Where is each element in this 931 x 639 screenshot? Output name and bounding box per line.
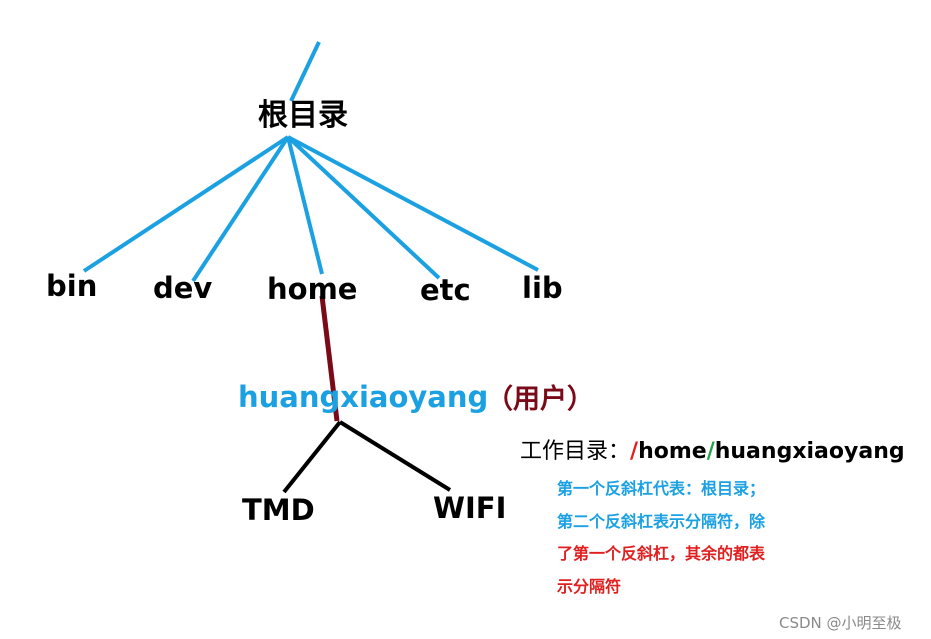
- dir-tmd-label: TMD: [242, 493, 315, 527]
- dir-home-label: home: [267, 272, 358, 306]
- note-line-1: 第一个反斜杠代表：根目录；: [557, 479, 766, 498]
- note-line-4: 示分隔符: [557, 577, 622, 596]
- line-user-tmd: [282, 420, 342, 494]
- line-root-lib: [287, 135, 539, 272]
- separator-slash: /: [706, 439, 715, 464]
- working-dir-line: 工作目录：/home/huangxiaoyang: [520, 441, 905, 463]
- root-stem-line: [289, 41, 321, 102]
- line-root-dev: [191, 135, 290, 283]
- working-dir-user: huangxiaoyang: [714, 439, 905, 464]
- user-dir-label: huangxiaoyang: [238, 380, 489, 414]
- line-root-etc: [286, 135, 441, 280]
- dir-bin-label: bin: [46, 269, 98, 303]
- root-slash: /: [630, 439, 639, 464]
- working-dir-home: home: [638, 439, 707, 464]
- line-user-wifi: [338, 420, 452, 492]
- line-root-bin: [82, 135, 290, 273]
- user-tag-label: （用户）: [486, 384, 594, 415]
- working-dir-label: 工作目录：: [520, 439, 631, 464]
- watermark: CSDN @小明至极: [779, 614, 902, 632]
- dir-etc-label: etc: [420, 273, 471, 307]
- dir-dev-label: dev: [153, 271, 213, 305]
- root-dir-label: 根目录: [258, 98, 348, 133]
- line-home-user: [319, 295, 340, 422]
- note-line-2: 第二个反斜杠表示分隔符，除: [557, 512, 766, 531]
- note-line-3: 了第一个反斜杠，其余的都表: [557, 544, 766, 563]
- line-root-home: [286, 136, 324, 275]
- dir-lib-label: lib: [522, 271, 563, 305]
- dir-wifi-label: WIFI: [433, 491, 507, 525]
